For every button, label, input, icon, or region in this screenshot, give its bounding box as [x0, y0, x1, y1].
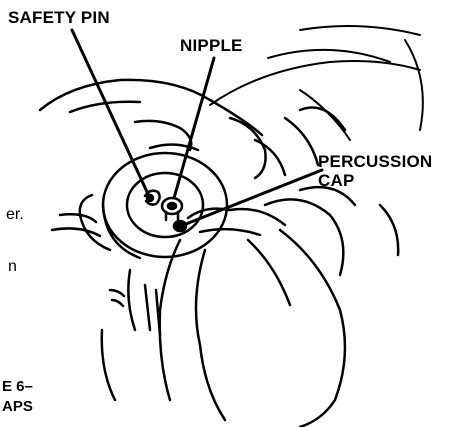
- cropped-text-fragment: n: [8, 258, 17, 276]
- cropped-text-fragment: er.: [6, 206, 24, 224]
- lower-hand-drawing: [102, 187, 398, 427]
- percussion-cap-label: PERCUSSION CAP: [318, 152, 432, 190]
- percussion-cap-label-line1: PERCUSSION: [318, 152, 432, 171]
- nipple-drawing: [162, 198, 182, 220]
- percussion-cap-label-line2: CAP: [318, 171, 432, 190]
- mine-body-drawing: [52, 153, 227, 258]
- safety-pin-label: SAFETY PIN: [8, 8, 110, 27]
- cropped-caption-fragment: APS: [2, 398, 33, 415]
- cropped-caption-fragment: E 6–: [2, 378, 33, 395]
- nipple-label: NIPPLE: [180, 36, 243, 55]
- percussion-cap-drawing: [174, 221, 186, 231]
- safety-pin-leader: [72, 30, 148, 194]
- leader-lines: [72, 30, 322, 224]
